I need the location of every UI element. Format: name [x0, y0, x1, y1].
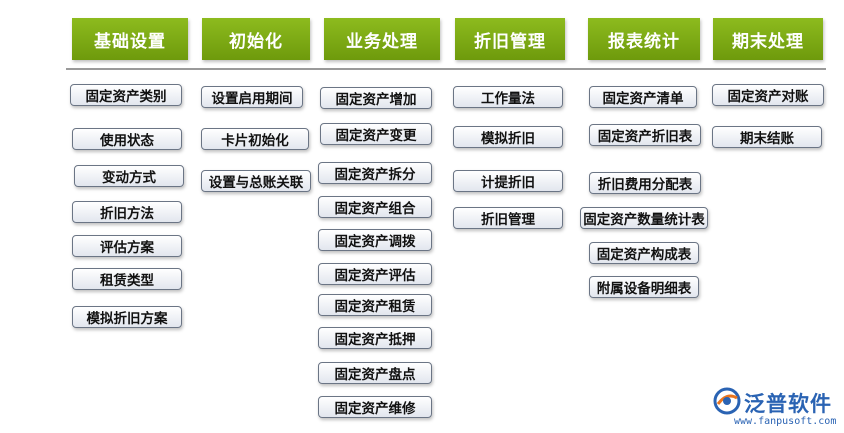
item-asset-combination[interactable]: 固定资产组合	[318, 196, 432, 218]
header-period-end-processing: 期末处理	[713, 18, 823, 60]
item-evaluation-plan[interactable]: 评估方案	[72, 235, 182, 257]
logo-url: www.fanpusoft.com	[734, 416, 837, 427]
item-link-general-ledger[interactable]: 设置与总账关联	[201, 170, 311, 192]
item-asset-mortgage[interactable]: 固定资产抵押	[318, 327, 432, 349]
item-asset-addition[interactable]: 固定资产增加	[320, 87, 432, 109]
header-basic-settings: 基础设置	[72, 18, 188, 60]
item-asset-evaluation[interactable]: 固定资产评估	[318, 263, 432, 285]
item-depreciation-method[interactable]: 折旧方法	[72, 201, 182, 223]
item-asset-modification[interactable]: 固定资产变更	[320, 123, 432, 145]
header-divider	[66, 68, 826, 70]
header-business-processing: 业务处理	[324, 18, 440, 60]
item-simulated-depreciation-plan[interactable]: 模拟折旧方案	[72, 306, 182, 328]
item-simulated-depreciation[interactable]: 模拟折旧	[453, 126, 563, 148]
item-asset-composition-table[interactable]: 固定资产构成表	[589, 242, 699, 264]
item-card-initialization[interactable]: 卡片初始化	[201, 128, 309, 150]
item-set-start-period[interactable]: 设置启用期间	[201, 86, 303, 108]
logo-name: 泛普软件	[744, 392, 832, 416]
item-workload-method[interactable]: 工作量法	[453, 86, 563, 108]
item-asset-category[interactable]: 固定资产类别	[70, 84, 182, 106]
item-asset-reconciliation[interactable]: 固定资产对账	[712, 84, 824, 106]
item-asset-split[interactable]: 固定资产拆分	[318, 162, 432, 184]
item-change-method[interactable]: 变动方式	[74, 165, 184, 187]
item-depreciation-allocation-table[interactable]: 折旧费用分配表	[589, 172, 701, 194]
item-usage-status[interactable]: 使用状态	[72, 128, 182, 150]
item-asset-lease[interactable]: 固定资产租赁	[318, 294, 432, 316]
item-depreciation-management[interactable]: 折旧管理	[453, 207, 563, 229]
header-report-statistics: 报表统计	[588, 18, 700, 60]
item-asset-inventory[interactable]: 固定资产盘点	[318, 362, 432, 384]
item-asset-depreciation-table[interactable]: 固定资产折旧表	[589, 124, 701, 146]
item-accrue-depreciation[interactable]: 计提折旧	[453, 170, 563, 192]
fanpu-logo-icon	[713, 387, 741, 415]
header-depreciation-management: 折旧管理	[455, 18, 565, 60]
item-asset-transfer[interactable]: 固定资产调拨	[318, 229, 432, 251]
item-auxiliary-equipment-detail[interactable]: 附属设备明细表	[589, 276, 699, 298]
item-asset-maintenance[interactable]: 固定资产维修	[318, 396, 432, 418]
item-asset-quantity-statistics[interactable]: 固定资产数量统计表	[580, 207, 708, 229]
item-asset-list[interactable]: 固定资产清单	[589, 86, 697, 108]
fanpu-logo: 泛普软件 www.fanpusoft.com	[712, 384, 840, 432]
item-lease-type[interactable]: 租赁类型	[72, 268, 182, 290]
item-period-end-closing[interactable]: 期末结账	[712, 126, 822, 148]
header-initialization: 初始化	[202, 18, 310, 60]
